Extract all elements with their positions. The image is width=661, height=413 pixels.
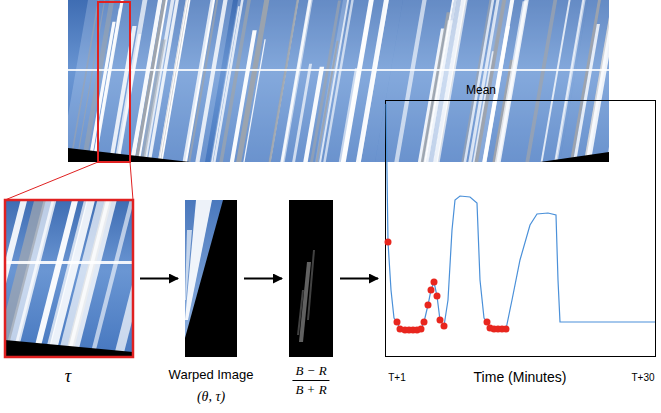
cloud-streak xyxy=(570,0,601,162)
cloud-streak xyxy=(394,0,426,162)
data-point xyxy=(441,323,448,330)
data-point xyxy=(394,319,401,326)
tick-label: T+30 xyxy=(631,372,654,384)
chart-panel: MeanT+1Time (Minutes)T+30 xyxy=(385,100,656,357)
cloud-trace xyxy=(297,290,304,335)
image-panel: B − RB + R xyxy=(289,200,333,357)
horizon-line xyxy=(5,261,133,264)
cloud-streak xyxy=(424,0,454,162)
image-panel: Warped Image(θ, τ) xyxy=(185,200,237,357)
cloud-streak xyxy=(280,0,311,162)
cloud-streak xyxy=(555,0,585,162)
cloud-streak xyxy=(185,200,212,320)
cloud-streak xyxy=(159,0,189,162)
data-point xyxy=(484,319,491,326)
selection-box xyxy=(98,2,130,162)
cloud-streak xyxy=(316,41,339,162)
cloud-streak xyxy=(5,200,46,357)
cloud-streak xyxy=(219,0,251,162)
warped-image xyxy=(185,200,237,357)
tick-label: T+1 xyxy=(388,372,406,384)
data-point xyxy=(421,319,428,326)
cloud-streak xyxy=(342,0,371,162)
data-point xyxy=(434,293,441,300)
ratio-image xyxy=(289,200,333,357)
cloud-streak xyxy=(429,0,462,162)
image-label: Warped Image xyxy=(169,367,254,383)
cloud-streak xyxy=(525,0,557,162)
cloud-streak xyxy=(140,39,165,162)
cloud-streak xyxy=(423,20,452,162)
chart-frame xyxy=(386,101,656,357)
data-point xyxy=(425,302,432,309)
cloud-streak xyxy=(323,0,354,162)
data-point xyxy=(428,287,435,294)
flow-arrow xyxy=(340,278,378,280)
cloud-streak xyxy=(359,0,389,162)
mask-edge xyxy=(540,152,609,162)
cloud-streak xyxy=(541,0,571,162)
horizon-line xyxy=(68,69,609,71)
flow-arrow xyxy=(140,278,178,280)
zoom-line xyxy=(5,162,98,200)
cloud-band xyxy=(560,0,609,162)
cloud-streak xyxy=(185,230,192,300)
cloud-trace xyxy=(307,250,315,320)
data-point xyxy=(418,326,425,333)
cloud-streak xyxy=(236,0,269,162)
cloud-streak xyxy=(195,0,227,162)
cloud-streak xyxy=(88,22,116,162)
zoom-frame xyxy=(5,200,133,357)
fraction-denominator: B + R xyxy=(292,380,329,398)
cloud-streak xyxy=(495,1,527,162)
data-point xyxy=(431,279,438,286)
chart-title: Mean xyxy=(466,83,496,97)
cloud-streak xyxy=(356,0,389,162)
cloud-streak xyxy=(57,200,110,357)
cloud-streak xyxy=(281,0,312,162)
cloud-streak xyxy=(76,0,105,162)
cloud-streak xyxy=(213,0,244,162)
cloud-streak xyxy=(158,0,189,162)
data-point xyxy=(503,326,510,333)
image-label: τ xyxy=(65,366,71,388)
data-point xyxy=(385,239,392,246)
cloud-streak xyxy=(269,0,299,162)
cloud-streak xyxy=(5,200,27,357)
data-point xyxy=(437,317,444,324)
cloud-streak xyxy=(158,0,191,162)
zoom-line xyxy=(130,162,133,200)
fraction-numerator: B − R xyxy=(295,363,326,379)
cloud-streak xyxy=(135,0,166,162)
cloud-streak xyxy=(109,26,137,162)
cloud-streak xyxy=(584,0,609,162)
data-line xyxy=(386,104,655,330)
image-panel: τ xyxy=(5,200,133,357)
cloud-streak xyxy=(310,1,341,162)
cloud-streak xyxy=(243,39,265,162)
coordinate-label: (θ, τ) xyxy=(197,389,225,406)
cloud-streak xyxy=(339,68,359,162)
cloud-streak xyxy=(473,51,494,162)
cloud-streak xyxy=(269,0,298,162)
cloud-streak xyxy=(114,200,133,357)
cloud-streak xyxy=(468,0,499,162)
warped-sky xyxy=(185,200,225,340)
flow-arrow xyxy=(244,278,282,280)
axis-title: Time (Minutes) xyxy=(474,369,567,386)
mask-edge xyxy=(5,340,133,357)
